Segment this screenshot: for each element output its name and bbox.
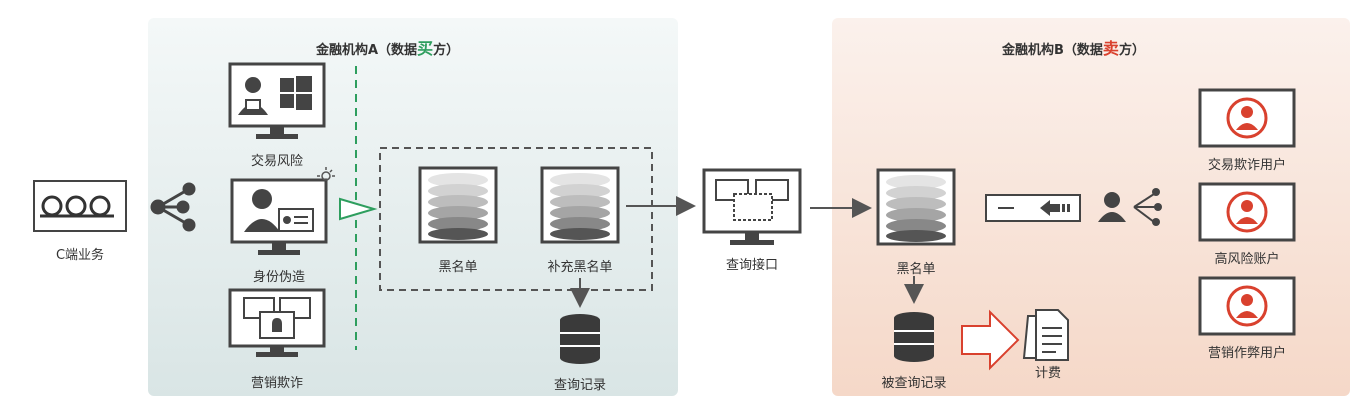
queried-record-database-icon — [894, 312, 934, 362]
trade-risk-label: 交易风险 — [250, 154, 304, 169]
query-record-label: 查询记录 — [553, 378, 607, 393]
marketing-fraud-label: 营销欺诈 — [250, 376, 304, 391]
blacklist-a-icon — [418, 166, 498, 244]
billing-document-icon — [1022, 309, 1069, 361]
seller-title-prefix: 金融机构B（数据 — [1002, 43, 1103, 58]
identity-forgery-label: 身份伪造 — [252, 270, 306, 285]
flow-triangle-icon — [339, 197, 378, 221]
buyer-zone-title: 金融机构A（数据买方） — [316, 35, 459, 59]
share-icon — [150, 182, 196, 232]
buyer-title-prefix: 金融机构A（数据 — [316, 43, 418, 58]
blacklist-b-label: 黑名单 — [896, 262, 936, 277]
trade-risk-monitor-icon — [228, 62, 326, 139]
query-interface-label: 查询接口 — [725, 258, 779, 273]
seller-title-highlight: 卖 — [1102, 39, 1119, 58]
fraud-trade-user-label: 交易欺诈用户 — [1207, 158, 1287, 173]
user-share-icon — [1098, 188, 1162, 226]
billing-label: 计费 — [1034, 366, 1062, 381]
supplement-blacklist-icon — [540, 166, 620, 244]
data-input-bar-icon — [985, 194, 1081, 222]
supplement-blacklist-label: 补充黑名单 — [547, 260, 613, 275]
identity-forgery-monitor-icon — [230, 167, 335, 255]
c-business-icon — [33, 180, 127, 232]
blacklist-b-icon — [876, 168, 956, 246]
high-risk-account-label: 高风险账户 — [1214, 252, 1280, 267]
query-interface-monitor-icon — [702, 168, 802, 245]
c-business-label: C端业务 — [55, 248, 105, 263]
seller-title-suffix: 方） — [1118, 43, 1145, 58]
marketing-cheat-user-label: 营销作弊用户 — [1207, 346, 1287, 361]
marketing-cheat-user-icon — [1198, 276, 1296, 336]
billing-arrow-icon — [961, 309, 1020, 371]
blacklist-group-box — [379, 147, 653, 291]
query-record-database-icon — [560, 314, 600, 364]
seller-zone-title: 金融机构B（数据卖方） — [1002, 35, 1145, 59]
queried-record-label: 被查询记录 — [881, 376, 947, 391]
marketing-fraud-monitor-icon — [228, 288, 326, 357]
buyer-title-suffix: 方） — [433, 43, 460, 58]
buyer-title-highlight: 买 — [417, 39, 434, 58]
fraud-trade-user-icon — [1198, 88, 1296, 148]
high-risk-account-icon — [1198, 182, 1296, 242]
blacklist-a-label: 黑名单 — [438, 260, 478, 275]
